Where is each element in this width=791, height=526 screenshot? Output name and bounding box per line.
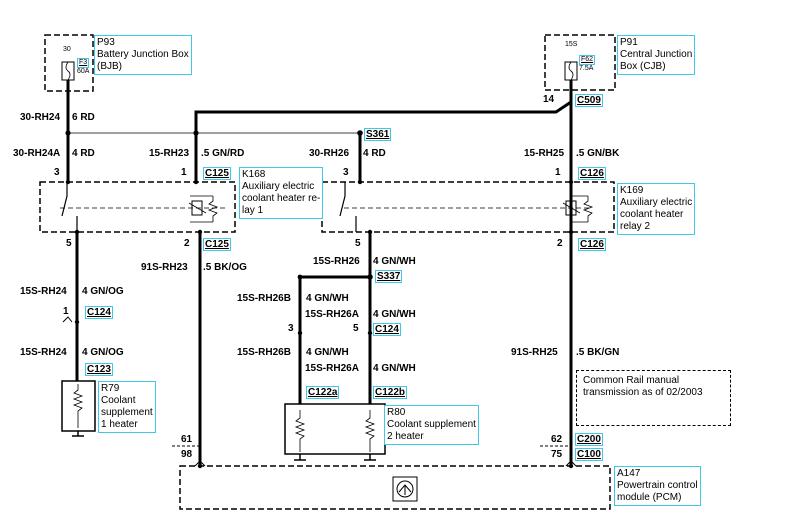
- wire-color-label: .5 GN/RD: [201, 148, 245, 159]
- pin-number: 62: [551, 434, 563, 445]
- connector-c200: C200: [575, 433, 603, 446]
- splice-s361: S361: [364, 128, 392, 141]
- wire-circuit-label: 15S-RH24: [20, 347, 67, 358]
- wire-color-label: .5 BK/GN: [576, 347, 620, 358]
- wire-color-label: 4 GN/WH: [306, 347, 349, 358]
- wire-circuit-label: 15S-RH24: [20, 286, 67, 297]
- wire-color-label: 4 GN/WH: [373, 309, 416, 320]
- splice-s337-dot: [367, 274, 373, 280]
- wire-color-label: 6 RD: [72, 112, 95, 123]
- pin-number: 1: [63, 306, 69, 317]
- connector-c126: C126: [578, 167, 606, 180]
- connector-c100: C100: [575, 448, 603, 461]
- connector-c125: C125: [203, 238, 231, 251]
- splice-s361-dot: [357, 130, 363, 136]
- pin-number: 1: [181, 167, 187, 178]
- wire-color-label: 4 GN/WH: [373, 363, 416, 374]
- pin-number: 2: [184, 238, 190, 249]
- wire-color-label: 4 GN/OG: [82, 347, 124, 358]
- pin-number: 3: [288, 323, 294, 334]
- pin-number: 14: [543, 94, 555, 105]
- wire-circuit-label: 15-RH25: [524, 148, 565, 159]
- pcm-symbol-icon: [392, 476, 418, 502]
- wire-circuit-label: 15-RH23: [149, 148, 190, 159]
- splice-s337: S337: [375, 270, 403, 283]
- pin-number: 3: [343, 167, 349, 178]
- wire-color-label: .5 GN/BK: [576, 148, 620, 159]
- pin-number: 75: [551, 449, 563, 460]
- junction-dot: [65, 130, 71, 136]
- k168-box: [39, 181, 236, 233]
- wire-color-label: .5 BK/OG: [203, 262, 247, 273]
- wire-color-label: 4 RD: [363, 148, 386, 159]
- wire-circuit-label: 30-RH24: [20, 112, 61, 123]
- wire-color-label: 4 GN/OG: [82, 286, 124, 297]
- pin-number: 3: [54, 167, 60, 178]
- wire-circuit-label: 91S-RH23: [141, 262, 188, 273]
- connector-c124: C124: [373, 323, 401, 336]
- pin-number: 98: [181, 449, 193, 460]
- pin-number: 5: [355, 238, 361, 249]
- r79-body: [61, 380, 96, 432]
- wire-circuit-label: 15S-RH26: [313, 256, 360, 267]
- wire-circuit-label: 91S-RH25: [511, 347, 558, 358]
- wire-circuit-label: 15S-RH26B: [237, 293, 291, 304]
- wire-color-label: 4 GN/WH: [373, 256, 416, 267]
- wire-circuit-label: 15S-RH26B: [237, 347, 291, 358]
- wire-color-label: 4 GN/WH: [306, 293, 349, 304]
- p93-fuse: 30 F3 60A: [63, 46, 90, 75]
- pin-number: 2: [557, 238, 563, 249]
- connector-c126: C126: [578, 238, 606, 251]
- wire-circuit-label: 30-RH26: [309, 148, 350, 159]
- connector-c122a: C122a: [306, 386, 340, 399]
- junction-dot: [297, 274, 303, 280]
- pin-number: 5: [353, 323, 359, 334]
- a147-box: [179, 465, 611, 510]
- connector-c122b: C122b: [373, 386, 408, 399]
- wire-circuit-label: 15S-RH26A: [305, 363, 359, 374]
- pin-number: 5: [66, 238, 72, 249]
- pin-number: 1: [555, 167, 561, 178]
- p91-fuse: 15S F62 7.5A: [565, 41, 596, 72]
- connector-c125: C125: [203, 167, 231, 180]
- connector-c123: C123: [85, 363, 113, 376]
- wire-circuit-label: 30-RH24A: [13, 148, 61, 159]
- connector-c509: C509: [575, 94, 603, 107]
- junction-dot: [193, 130, 199, 136]
- pin-number: 61: [181, 434, 193, 445]
- wire-circuit-label: 15S-RH26A: [305, 309, 359, 320]
- wire-color-label: 4 RD: [72, 148, 95, 159]
- connector-c124: C124: [85, 306, 113, 319]
